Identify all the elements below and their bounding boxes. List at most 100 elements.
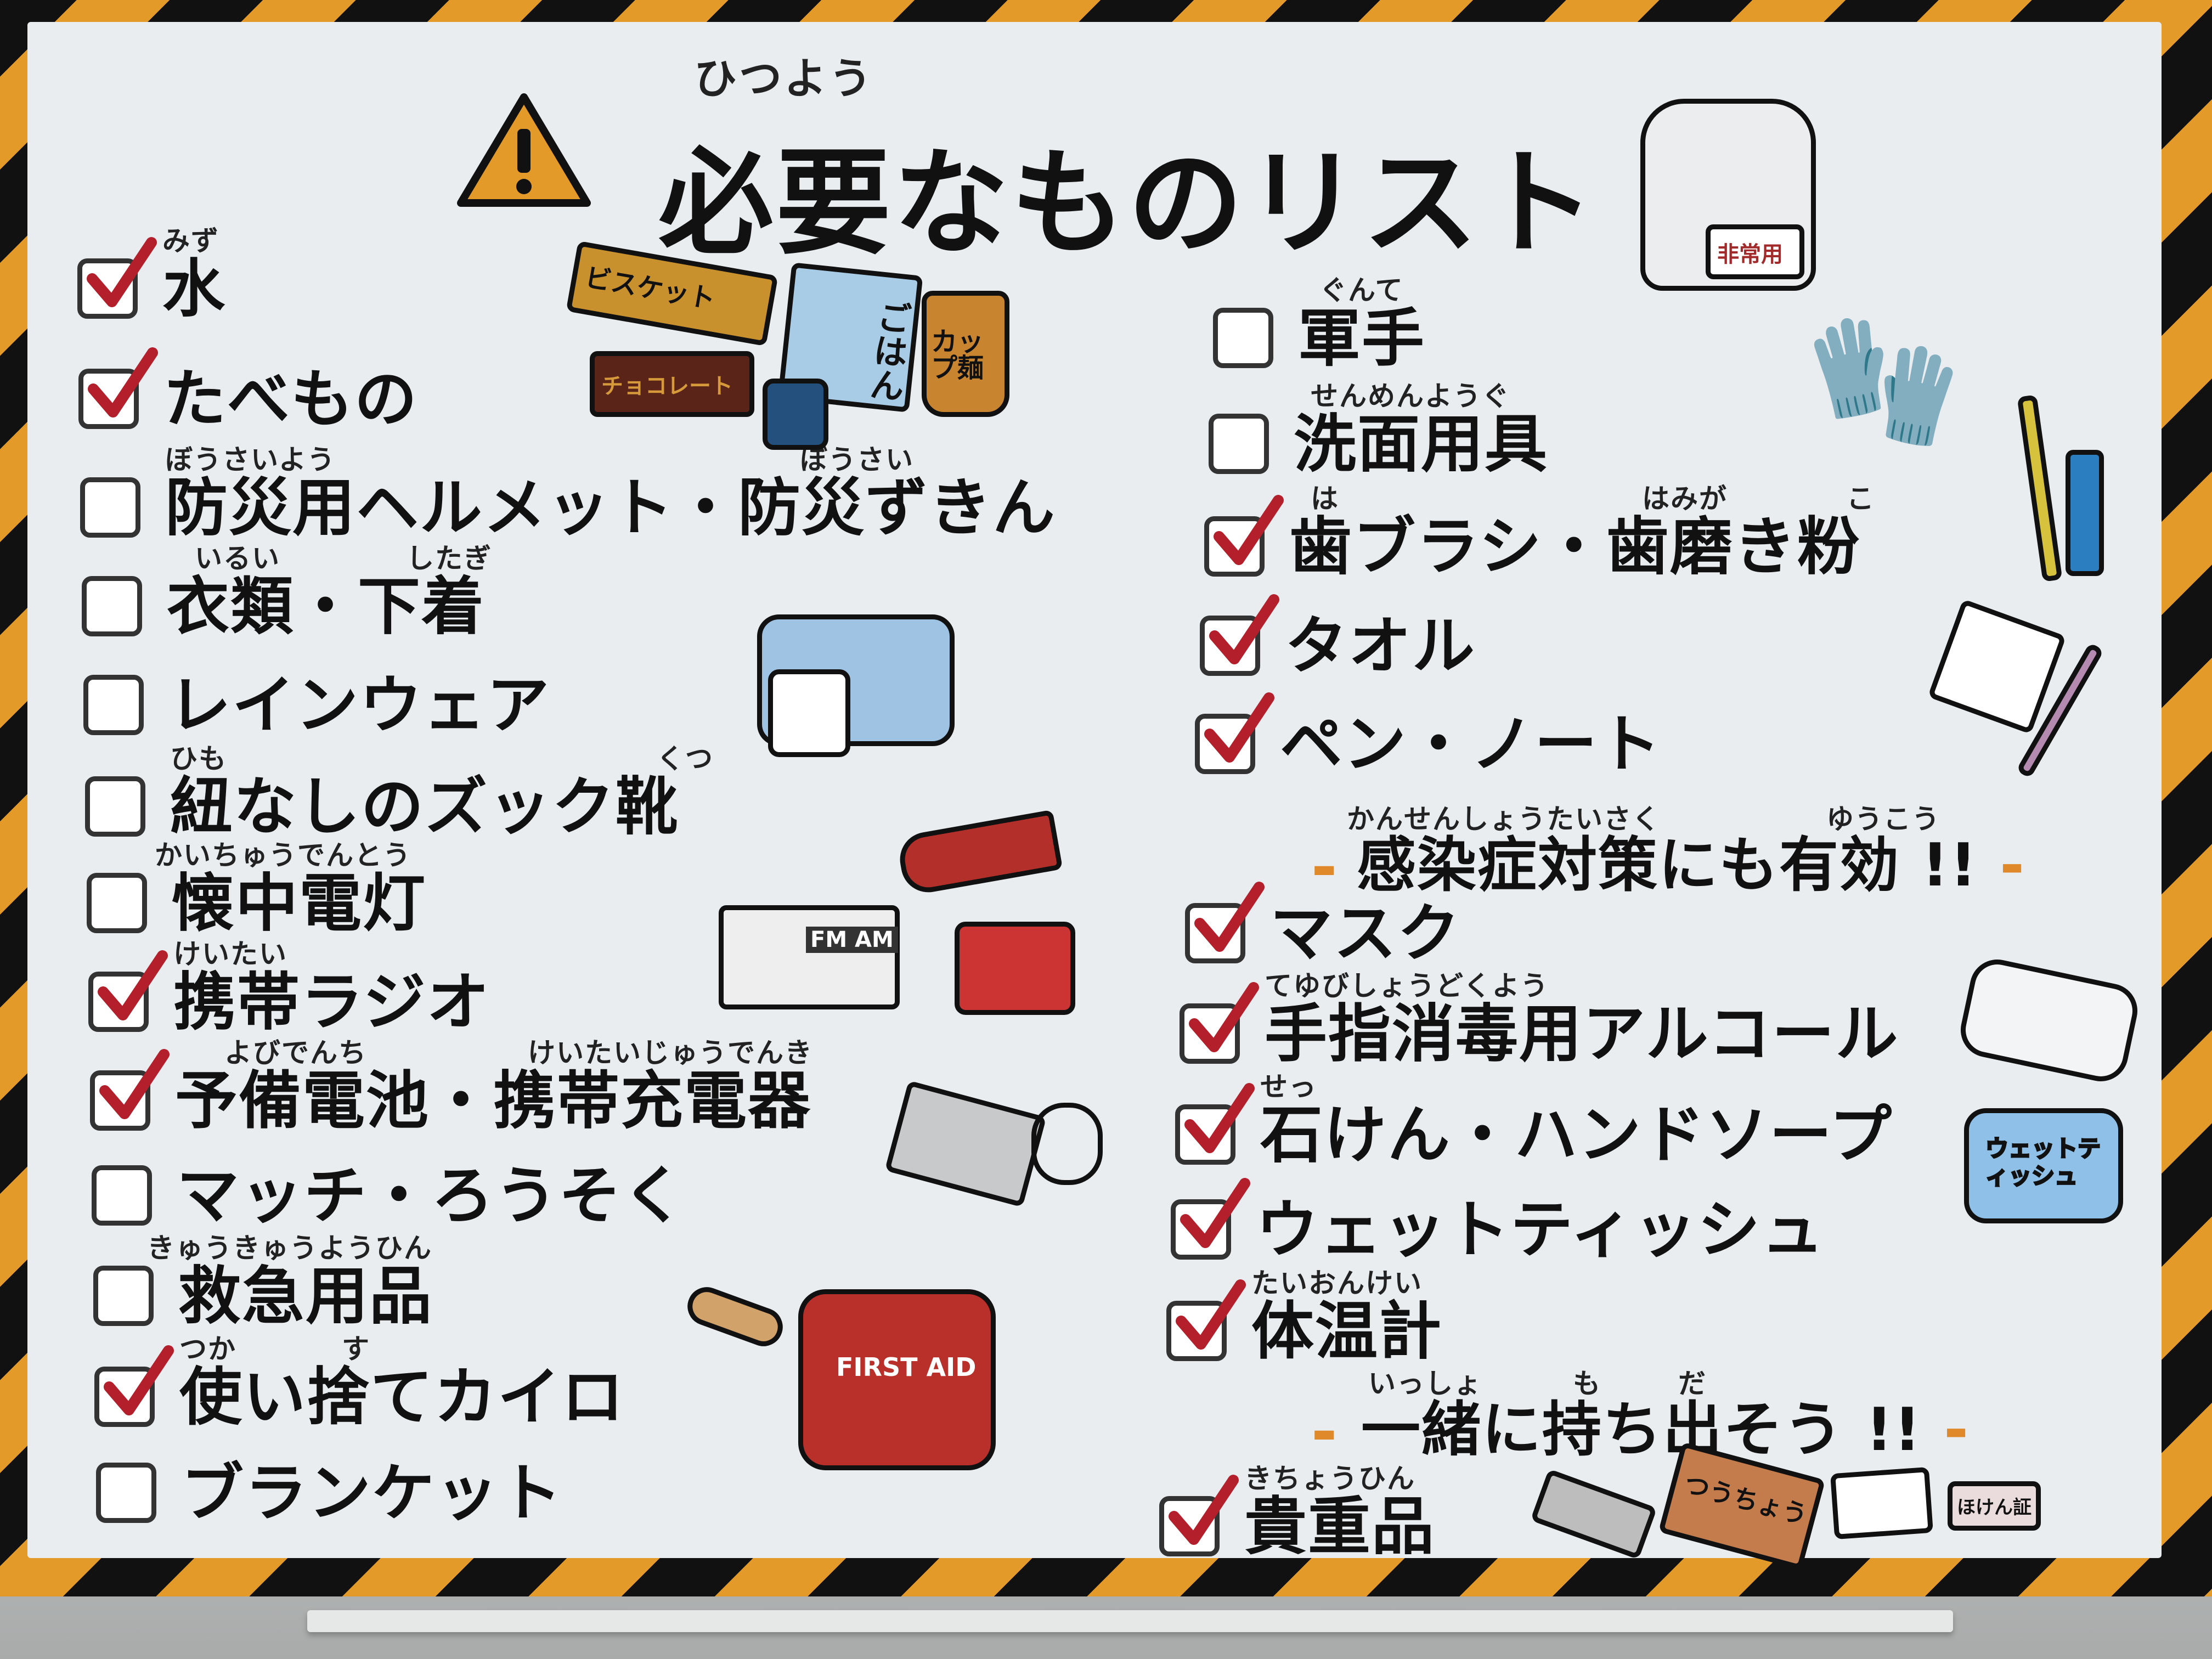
- furigana: す: [342, 1333, 370, 1365]
- checkbox[interactable]: [92, 1165, 152, 1226]
- furigana: いるい: [195, 543, 280, 574]
- dash-right: -: [1944, 1396, 1970, 1464]
- checkmark-icon: [1194, 882, 1265, 952]
- checkbox[interactable]: [83, 675, 144, 735]
- item-label: きちょうひん貴重品: [1244, 1465, 1435, 1558]
- dash-left: -: [1311, 831, 1339, 904]
- item-label: ペン・ノート: [1280, 713, 1662, 776]
- furigana: ひも: [170, 743, 227, 775]
- furigana: したぎ: [407, 543, 492, 574]
- chocolate-bar: チョコレート: [590, 351, 754, 417]
- item-label: いるいしたぎ衣類・下着: [167, 545, 491, 638]
- checkbox[interactable]: [1213, 308, 1273, 368]
- checkmark-icon: [1184, 1083, 1255, 1153]
- item-label: かいちゅうでんとう懐中電灯: [155, 842, 426, 935]
- checkmark-icon: [1176, 1279, 1246, 1350]
- wet-tissue-pack: ウェットティッシュ: [1964, 1108, 2123, 1223]
- item-label: マッチ・ろうそく: [177, 1165, 686, 1227]
- item-label: ぐんて軍手: [1298, 276, 1425, 370]
- item-text: マスク: [1270, 897, 1462, 970]
- item-text: 洗面用具: [1294, 408, 1549, 481]
- biscuit-label: ビスケット: [582, 262, 718, 315]
- item-label: たべもの: [163, 368, 418, 431]
- item-label: ウェットティッシュ: [1256, 1199, 1825, 1261]
- item-text: 携帯ラジオ: [173, 966, 490, 1039]
- dash-right: -: [2000, 831, 2025, 900]
- easel-tray: [307, 1610, 1953, 1632]
- charging-cable-icon: [1031, 1103, 1103, 1185]
- item-text: 懐中電灯: [172, 867, 427, 940]
- item-text: 歯ブラシ・歯磨き粉: [1289, 510, 1861, 583]
- cup-noodle: カップ麺: [922, 291, 1009, 417]
- item-text: 紐なしのズック靴: [170, 770, 680, 843]
- item-label: けいたい携帯ラジオ: [173, 940, 490, 1034]
- chocolate-label: チョコレート: [601, 374, 733, 399]
- furigana: つか: [179, 1333, 236, 1365]
- checkmark-icon: [1204, 692, 1274, 763]
- furigana: ゆうこう: [1826, 803, 1940, 835]
- furigana: ぼうさい: [800, 444, 914, 476]
- checkbox[interactable]: [93, 1266, 154, 1326]
- page-title: ひつよう 必要なものリスト: [658, 58, 1598, 276]
- item-text: レインウェア: [168, 669, 551, 742]
- banner-text: いっしょもだ一緒に持ち出そう !!-: [1361, 1370, 1970, 1460]
- item-text: 貴重品: [1244, 1490, 1436, 1563]
- furigana: いっしょ: [1368, 1368, 1482, 1400]
- banner-text: かんせんしょうたいさくゆうこう感染症対策にも有効 !!-: [1347, 805, 2025, 895]
- rice-label: ごはん: [862, 297, 913, 404]
- checkbox[interactable]: [80, 477, 140, 538]
- item-text: 石けん・ハンドソープ: [1260, 1098, 1893, 1171]
- item-label: せっ石けん・ハンドソープ: [1260, 1073, 1893, 1166]
- checkbox[interactable]: [82, 576, 142, 636]
- item-text: タオル: [1285, 610, 1476, 682]
- item-text: 衣類・下着: [167, 570, 486, 643]
- furigana: せっ: [1260, 1071, 1317, 1103]
- furigana: きちょうひん: [1244, 1463, 1415, 1494]
- checkbox[interactable]: [87, 873, 147, 933]
- socks-icon: [768, 669, 850, 757]
- checkmark-icon: [1180, 1178, 1250, 1248]
- item-label: よびでんちけいたいじゅうでんき予備電池・携帯充電器: [175, 1039, 812, 1132]
- item-label: せんめんようぐ洗面用具: [1294, 382, 1548, 476]
- furigana: けいたいじゅうでんき: [528, 1037, 813, 1069]
- furigana: ぼうさいよう: [165, 444, 336, 476]
- item-text: 体温計: [1251, 1295, 1443, 1368]
- first-aid-label: FIRST AID: [836, 1352, 977, 1382]
- item-text: ペン・ノート: [1280, 708, 1662, 781]
- gloves-icon: 🧤: [1805, 308, 1962, 454]
- furigana: はみが: [1642, 483, 1728, 515]
- checkbox[interactable]: [88, 972, 149, 1032]
- checkmark-icon: [98, 950, 168, 1020]
- banner-label: 感染症対策にも有効 !!: [1357, 831, 1978, 900]
- checkbox[interactable]: [85, 776, 145, 837]
- item-label: きゅうきゅうようひん救急用品: [147, 1234, 433, 1328]
- radio-illustration: FM AM: [719, 905, 900, 1009]
- furigana: かんせんしょうたいさく: [1347, 803, 1661, 835]
- furigana: だ: [1678, 1368, 1707, 1400]
- item-label: ははみがこ歯ブラシ・歯磨き粉: [1289, 485, 1874, 578]
- furigana: ぐんて: [1319, 274, 1404, 306]
- checkmark-icon: [87, 237, 157, 307]
- item-text: 防災用ヘルメット・防災ずきん: [165, 471, 1057, 544]
- checkbox[interactable]: [1209, 414, 1269, 474]
- checkmark-icon: [1209, 594, 1279, 664]
- warning-icon: [457, 93, 591, 207]
- item-text: ウェットティッシュ: [1256, 1193, 1825, 1266]
- insurance-card-label: ほけん証: [1957, 1497, 2032, 1519]
- radio-label: FM AM: [806, 927, 898, 953]
- item-label: たいおんけい体温計: [1251, 1269, 1442, 1363]
- dash-left: -: [1311, 1395, 1339, 1468]
- checkbox[interactable]: [96, 1463, 156, 1523]
- furigana: よびでんち: [224, 1037, 367, 1069]
- furigana: たいおんけい: [1251, 1267, 1423, 1299]
- backpack-pocket: 非常用: [1706, 224, 1804, 279]
- item-label: ぼうさいようぼうさい防災用ヘルメット・防災ずきん: [165, 446, 1056, 539]
- id-card-icon: [1830, 1466, 1933, 1540]
- item-text: たべもの: [163, 363, 419, 436]
- banner-label: 一緒に持ち出そう !!: [1361, 1396, 1922, 1464]
- checkmark-icon: [1169, 1475, 1239, 1545]
- insurance-card: ほけん証: [1948, 1481, 2041, 1531]
- item-label: みず水: [162, 227, 226, 320]
- cup-noodle-label: カップ麺: [931, 326, 984, 383]
- furigana: は: [1311, 483, 1339, 515]
